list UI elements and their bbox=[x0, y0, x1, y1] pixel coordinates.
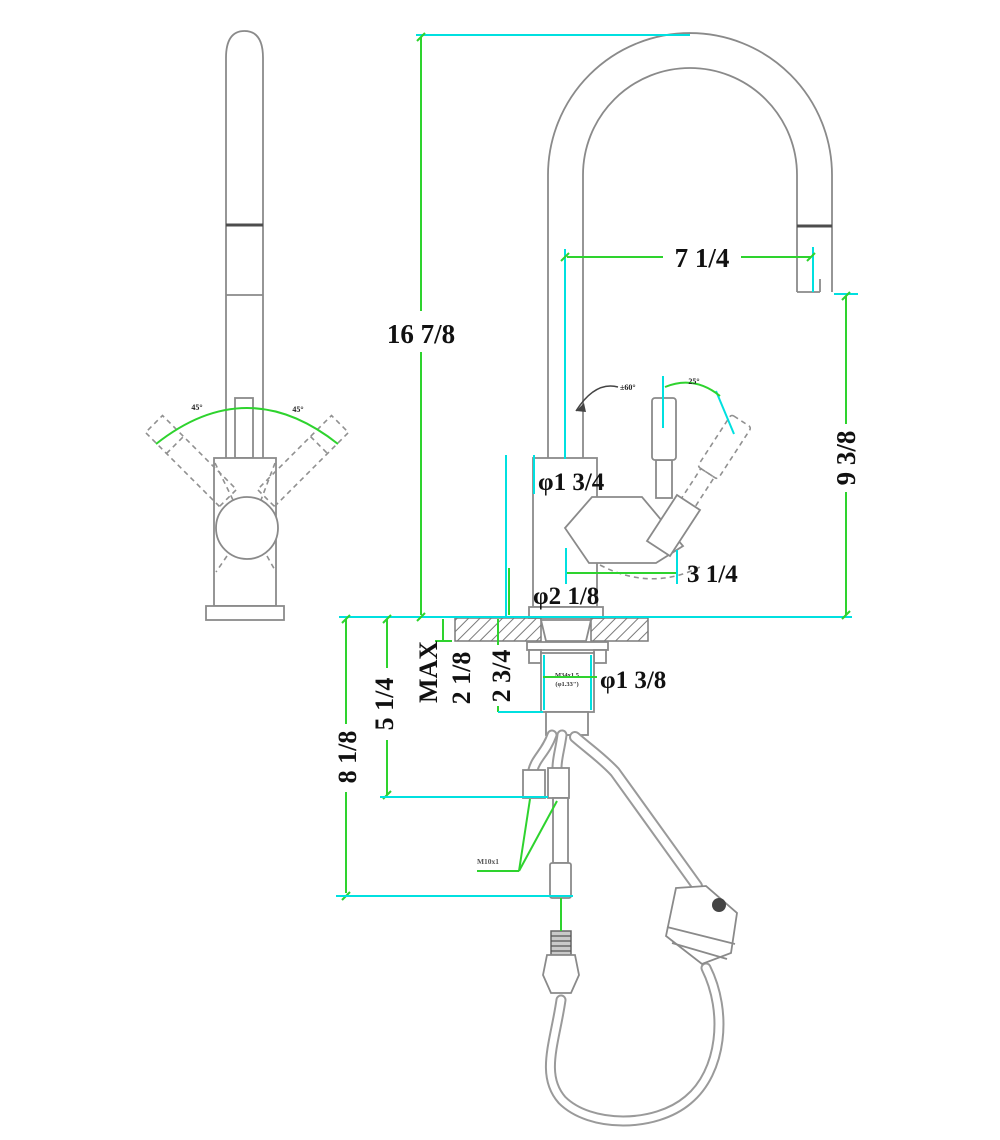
handle-collar bbox=[645, 493, 702, 558]
dim-deck-max-prefix: MAX bbox=[414, 641, 443, 703]
leader-supply-thread bbox=[518, 800, 558, 872]
front-handle-upright bbox=[234, 397, 254, 459]
spout-outer-arc bbox=[547, 32, 833, 458]
tick bbox=[841, 291, 851, 301]
dim-supply-drop: 5 1/4 bbox=[370, 678, 399, 731]
mounting-tab-right bbox=[593, 649, 607, 664]
dim-handle-reach: 3 1/4 bbox=[687, 561, 738, 588]
handle-tilted-grip bbox=[697, 414, 752, 480]
front-base-plate bbox=[205, 605, 285, 621]
dim-shank-dia: φ1 3/8 bbox=[600, 667, 666, 694]
handle-swing-path bbox=[599, 564, 703, 580]
front-ball-joint bbox=[215, 496, 279, 560]
tilt-ext-tilted bbox=[715, 390, 735, 435]
swivel-arrowhead bbox=[576, 403, 586, 412]
supply-hose-left-fill bbox=[529, 731, 556, 774]
supply-hose-mid-fill bbox=[553, 731, 566, 772]
dim-spout-reach: 7 1/4 bbox=[675, 243, 730, 273]
hose-weight bbox=[665, 885, 738, 966]
countertop-right bbox=[590, 617, 649, 642]
front-handle-swung-left bbox=[144, 414, 238, 508]
tick bbox=[416, 32, 426, 42]
spout-inner-arc bbox=[582, 67, 798, 458]
center-hose-connector bbox=[549, 862, 572, 899]
threaded-shank bbox=[540, 652, 595, 713]
front-joint-diagonal bbox=[266, 555, 277, 573]
leader-supply-thread bbox=[518, 798, 531, 872]
dim-deck-max: 2 1/8 bbox=[447, 652, 476, 705]
center-hose-tube bbox=[552, 797, 569, 864]
supply-connector-left bbox=[522, 769, 546, 799]
tilt-angle-label: 25° bbox=[688, 377, 699, 386]
spray-hose-diagonal-fill bbox=[571, 733, 701, 890]
handle-stem bbox=[655, 459, 673, 499]
front-swing-arc bbox=[155, 407, 339, 445]
front-handle-right-divider bbox=[309, 435, 329, 455]
dim-shank-length: 2 3/4 bbox=[487, 650, 516, 703]
front-view: 45° 45° bbox=[144, 30, 350, 621]
mounting-washer bbox=[526, 641, 609, 651]
tick bbox=[806, 252, 816, 262]
supply-connector-mid bbox=[547, 767, 570, 799]
dim-base-dia: φ2 1/8 bbox=[533, 583, 599, 610]
front-handle-left-divider bbox=[165, 435, 185, 455]
dim-overall-height: 16 7/8 bbox=[387, 319, 455, 349]
escutcheon-nut bbox=[539, 619, 593, 642]
shank-thread-spec-1: M34x1.5 bbox=[555, 672, 580, 679]
front-swing-right-label: 45° bbox=[292, 405, 303, 414]
shank-thread-spec-2: (φ1.33") bbox=[555, 681, 578, 688]
front-joint-diagonal bbox=[214, 462, 234, 501]
front-joint-diagonal bbox=[260, 462, 276, 501]
threaded-fitting bbox=[542, 930, 580, 994]
tick bbox=[560, 252, 570, 262]
fitting-flare bbox=[542, 954, 580, 994]
swivel-angle-label: ±60° bbox=[620, 383, 636, 392]
supply-thread-label: M10x1 bbox=[477, 857, 499, 866]
dim-hose-drop: 8 1/8 bbox=[333, 731, 362, 784]
hose-loop-fill bbox=[546, 964, 723, 1125]
tick bbox=[341, 614, 351, 624]
dim-spout-height: 9 3/8 bbox=[831, 431, 861, 486]
dim-body-dia: φ1 3/4 bbox=[538, 469, 605, 496]
side-view: ±60° 25° M34x1.5 (φ1.33") bbox=[454, 32, 833, 1127]
front-swing-left-label: 45° bbox=[191, 403, 202, 412]
tick bbox=[841, 610, 851, 620]
weight-seam bbox=[666, 926, 736, 945]
valve-joint bbox=[563, 496, 685, 564]
dimension-annotations: 16 7/8 7 1/4 9 3/8 3 1/4 φ1 3/4 φ2 1/8 M… bbox=[333, 32, 861, 931]
mounting-tab-left bbox=[528, 649, 542, 664]
weight-seam bbox=[671, 942, 728, 960]
front-handle-swung-right bbox=[256, 414, 350, 508]
swivel-arrow bbox=[575, 385, 619, 412]
front-spout-column bbox=[225, 30, 264, 458]
weight-screw bbox=[712, 898, 726, 912]
front-joint-diagonal bbox=[215, 555, 228, 573]
tick bbox=[416, 612, 426, 622]
tick bbox=[382, 614, 392, 624]
tilt-arc bbox=[664, 381, 721, 397]
